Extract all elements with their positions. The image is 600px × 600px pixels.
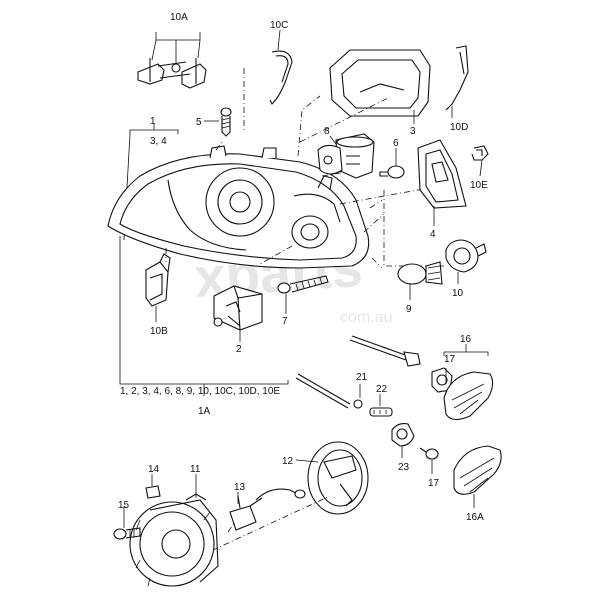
wire-16 [349,335,421,367]
fog-lamp-rear-12 [307,441,369,515]
label-12: 12 [282,456,294,467]
label-21: 21 [356,372,368,383]
socket-10 [445,239,487,273]
label-1a: 1A [198,406,211,417]
cover-cap-3 [329,49,431,117]
fog-bulb-13 [229,488,306,531]
bracket-10a [137,52,207,89]
label-2: 2 [236,344,242,355]
label-7: 7 [282,316,288,327]
label-1: 1 [150,116,156,127]
label-17-bottom: 17 [428,478,440,489]
label-6: 6 [393,138,399,149]
watermark-domain: com.au [340,309,392,326]
bracket-10b [145,253,171,307]
label-10c: 10C [270,20,288,31]
bulb-22 [369,407,393,417]
label-parts-list: 1, 2, 3, 4, 6, 8, 9, 10, 10C, 10D, 10E [120,386,280,397]
label-22: 22 [376,384,388,395]
clip-10c [269,50,293,105]
label-5: 5 [196,117,202,128]
spring-clip-10d [445,45,469,111]
label-10e: 10E [470,180,488,191]
bulb-8 [317,133,375,179]
label-16: 16 [460,334,472,345]
label-4: 4 [430,229,436,240]
side-marker-16a [453,445,502,495]
label-3: 3 [410,126,416,137]
clip-10e [471,145,489,161]
label-13: 13 [234,482,246,493]
screw-7 [277,275,329,294]
clip-14 [145,485,161,499]
socket-23 [391,423,415,447]
label-3-4: 3, 4 [150,136,167,147]
cover-cap-4 [417,139,467,209]
bulb-17 [419,447,439,460]
screw-15 [113,527,141,540]
label-10d: 10D [450,122,468,133]
bulb-9 [397,261,443,285]
adjuster-motor-2 [213,285,263,331]
label-17-top: 17 [444,354,456,365]
label-10b: 10B [150,326,168,337]
side-marker-16 [443,371,494,421]
bulb-6 [379,165,405,179]
label-15: 15 [118,500,130,511]
cable-21 [295,373,363,409]
label-10a: 10A [170,12,188,23]
label-11: 11 [190,464,201,475]
label-9: 9 [406,304,412,315]
label-16a: 16A [466,512,484,523]
label-23: 23 [398,462,410,473]
label-10: 10 [452,288,464,299]
fog-lamp-11 [129,493,219,587]
label-8: 8 [324,126,330,137]
screw-5 [220,107,232,137]
headlight-housing-1 [107,145,370,269]
label-14: 14 [148,464,160,475]
